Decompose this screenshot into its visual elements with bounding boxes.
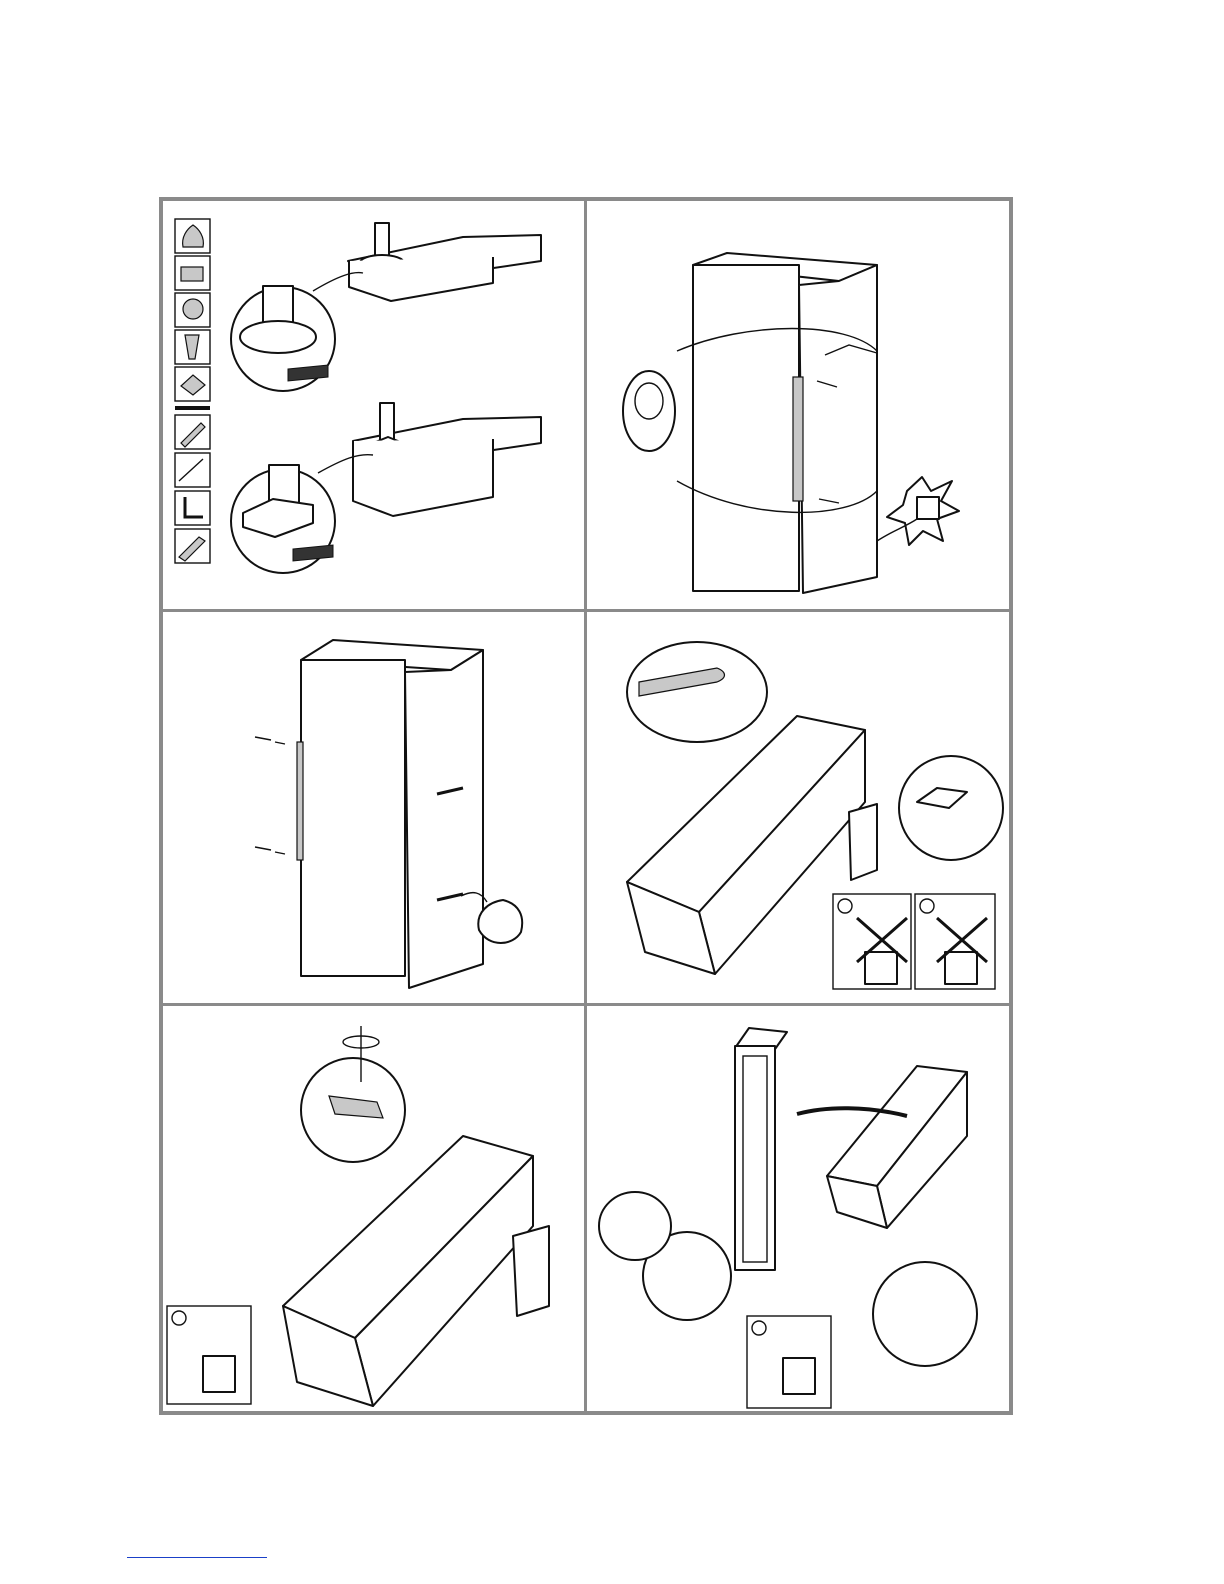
- info-panel: [747, 1316, 831, 1408]
- fridge-lying: [827, 1066, 967, 1228]
- info-icon: [172, 1311, 186, 1325]
- bag-icon: [175, 219, 210, 253]
- info-panel-2: [915, 894, 995, 989]
- info-icon: [920, 899, 934, 913]
- power-socket-icon: [877, 477, 959, 545]
- top-cover-detail: [899, 756, 1003, 860]
- fridge-lying: [627, 716, 877, 974]
- snap-icon: [175, 293, 210, 327]
- door-handle: [793, 377, 803, 501]
- panel-tools-hinge: [163, 201, 584, 609]
- recycle-bin-icon: [203, 1356, 235, 1392]
- recycle-bin-icon: [623, 371, 675, 451]
- recycle-bin-icon: [865, 952, 897, 984]
- hinge-detail-top: [231, 223, 541, 391]
- panel-door-removal: [587, 1006, 1009, 1411]
- tool-icon-column: [175, 219, 210, 563]
- screwdriver-icon: [175, 415, 210, 449]
- hex-key-icon: [175, 491, 210, 525]
- info-panel: [167, 1306, 251, 1404]
- footer-rule: [127, 1557, 267, 1558]
- fridge-standing: [693, 253, 877, 593]
- hinge-detail: [301, 1026, 405, 1162]
- panel-fridge-unplug: [587, 201, 1009, 609]
- chisel-icon: [175, 529, 210, 563]
- fridge-lying: [283, 1136, 549, 1406]
- flat-screwdriver-icon: [175, 453, 210, 487]
- panel-fridge-lying: [587, 612, 1009, 1003]
- hinge-detail-left: [599, 1192, 731, 1320]
- plug-icon: [175, 330, 210, 364]
- recycle-bin-icon: [783, 1358, 815, 1394]
- hinge-cover-detail: [627, 642, 767, 742]
- door-handle: [297, 742, 303, 860]
- info-icon: [838, 899, 852, 913]
- panel-fridge-screws: [163, 612, 584, 1003]
- info-panel-1: [833, 894, 911, 989]
- hinge-detail-right: [873, 1262, 977, 1366]
- box-icon: [175, 256, 210, 290]
- hinge-detail-bottom: [231, 403, 541, 573]
- recycle-bin-icon: [945, 952, 977, 984]
- card-icon: [175, 367, 210, 401]
- door-panel: [735, 1028, 787, 1270]
- separator-bar: [175, 406, 210, 410]
- panel-hinge-removal: [163, 1006, 584, 1411]
- fridge-standing-front: [297, 640, 483, 988]
- info-icon: [752, 1321, 766, 1335]
